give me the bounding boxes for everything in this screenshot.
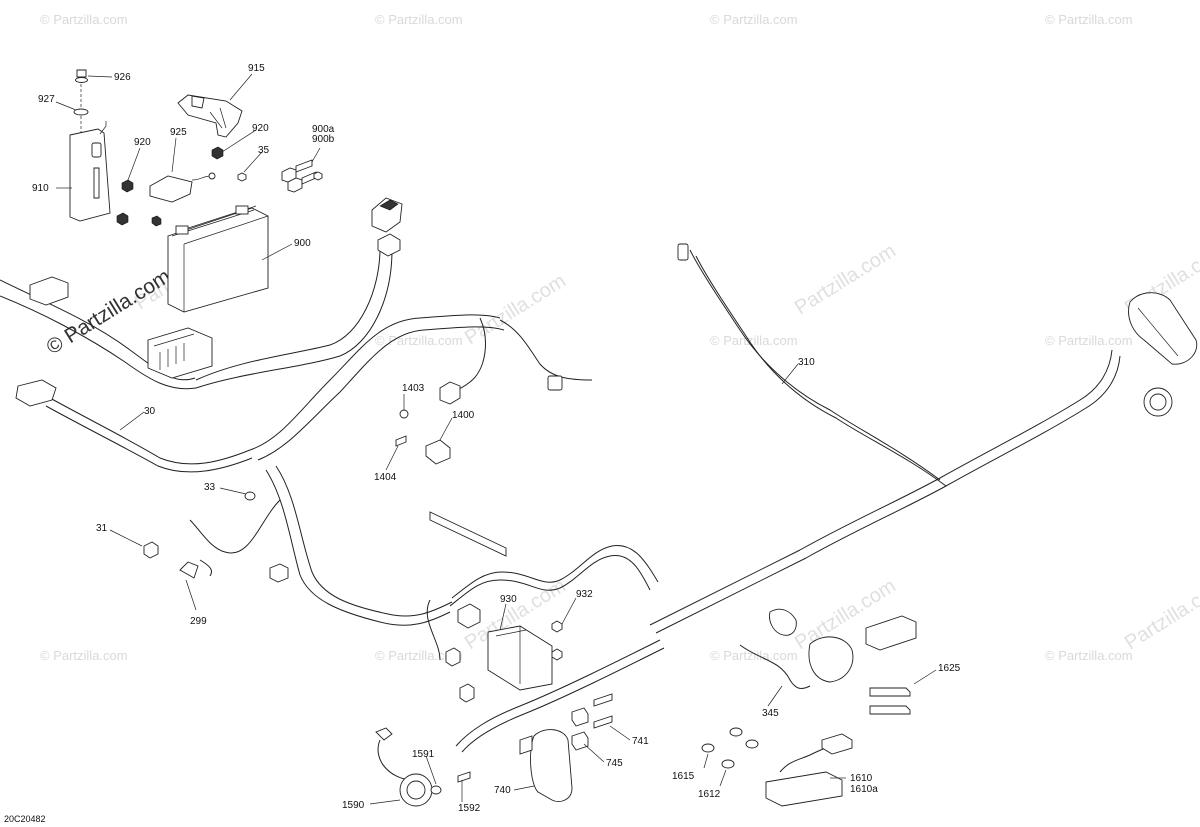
watermark: © Partzilla.com	[1045, 333, 1133, 348]
callout-900: 900	[294, 238, 311, 249]
watermark-diagonal: Partzilla.com	[791, 240, 900, 319]
watermark: © Partzilla.com	[40, 648, 128, 663]
callout-740: 740	[494, 785, 511, 796]
callout-31: 31	[96, 523, 108, 534]
watermark: © Partzilla.com	[375, 12, 463, 27]
callout-920-b: 920	[252, 123, 269, 134]
callout-927: 927	[38, 94, 55, 105]
callout-930: 930	[500, 594, 517, 605]
callout-900b: 900b	[312, 134, 335, 145]
watermark: © Partzilla.com	[375, 648, 463, 663]
callout-932: 932	[576, 589, 593, 600]
callout-745: 745	[606, 758, 623, 769]
callout-35: 35	[258, 145, 270, 156]
callout-1610a: 1610a	[850, 784, 878, 795]
callout-900a: 900a	[312, 124, 335, 135]
callout-915: 915	[248, 63, 265, 74]
callout-926: 926	[114, 72, 131, 83]
callout-1610: 1610	[850, 773, 873, 784]
watermark: © Partzilla.com	[1045, 12, 1133, 27]
callout-1625: 1625	[938, 663, 961, 674]
callout-1612: 1612	[698, 789, 721, 800]
callout-1592: 1592	[458, 803, 481, 814]
callout-1403: 1403	[402, 383, 425, 394]
battery-bracket-group	[69, 69, 323, 313]
callout-30: 30	[144, 406, 156, 417]
rear-harness-310	[143, 243, 1198, 807]
watermark: © Partzilla.com	[710, 648, 798, 663]
callout-299: 299	[190, 616, 207, 627]
callout-1590: 1590	[342, 800, 365, 811]
watermark-diagonal: Partzilla.com	[1121, 575, 1200, 654]
callout-910: 910	[32, 183, 49, 194]
callout-1400: 1400	[452, 410, 475, 421]
callout-920: 920	[134, 137, 151, 148]
watermark: © Partzilla.com	[40, 12, 128, 27]
watermark-diagonal: Partzilla.com	[461, 270, 570, 349]
main-harness-30	[0, 197, 659, 667]
diagram-code: 20C20482	[4, 814, 46, 824]
callout-925: 925	[170, 127, 187, 138]
callout-1591: 1591	[412, 749, 435, 760]
callout-310: 310	[798, 357, 815, 368]
watermark: © Partzilla.com	[710, 333, 798, 348]
callout-1404: 1404	[374, 472, 397, 483]
watermark: © Partzilla.com	[1045, 648, 1133, 663]
watermark: © Partzilla.com	[710, 12, 798, 27]
callout-labels: 926 927 910 920 915 925 920 35 900a 900b…	[32, 63, 961, 814]
callout-345: 345	[762, 708, 779, 719]
callout-33: 33	[204, 482, 216, 493]
watermark: © Partzilla.com	[375, 333, 463, 348]
leader-lines	[55, 73, 937, 805]
callout-1615: 1615	[672, 771, 695, 782]
callout-741: 741	[632, 736, 649, 747]
